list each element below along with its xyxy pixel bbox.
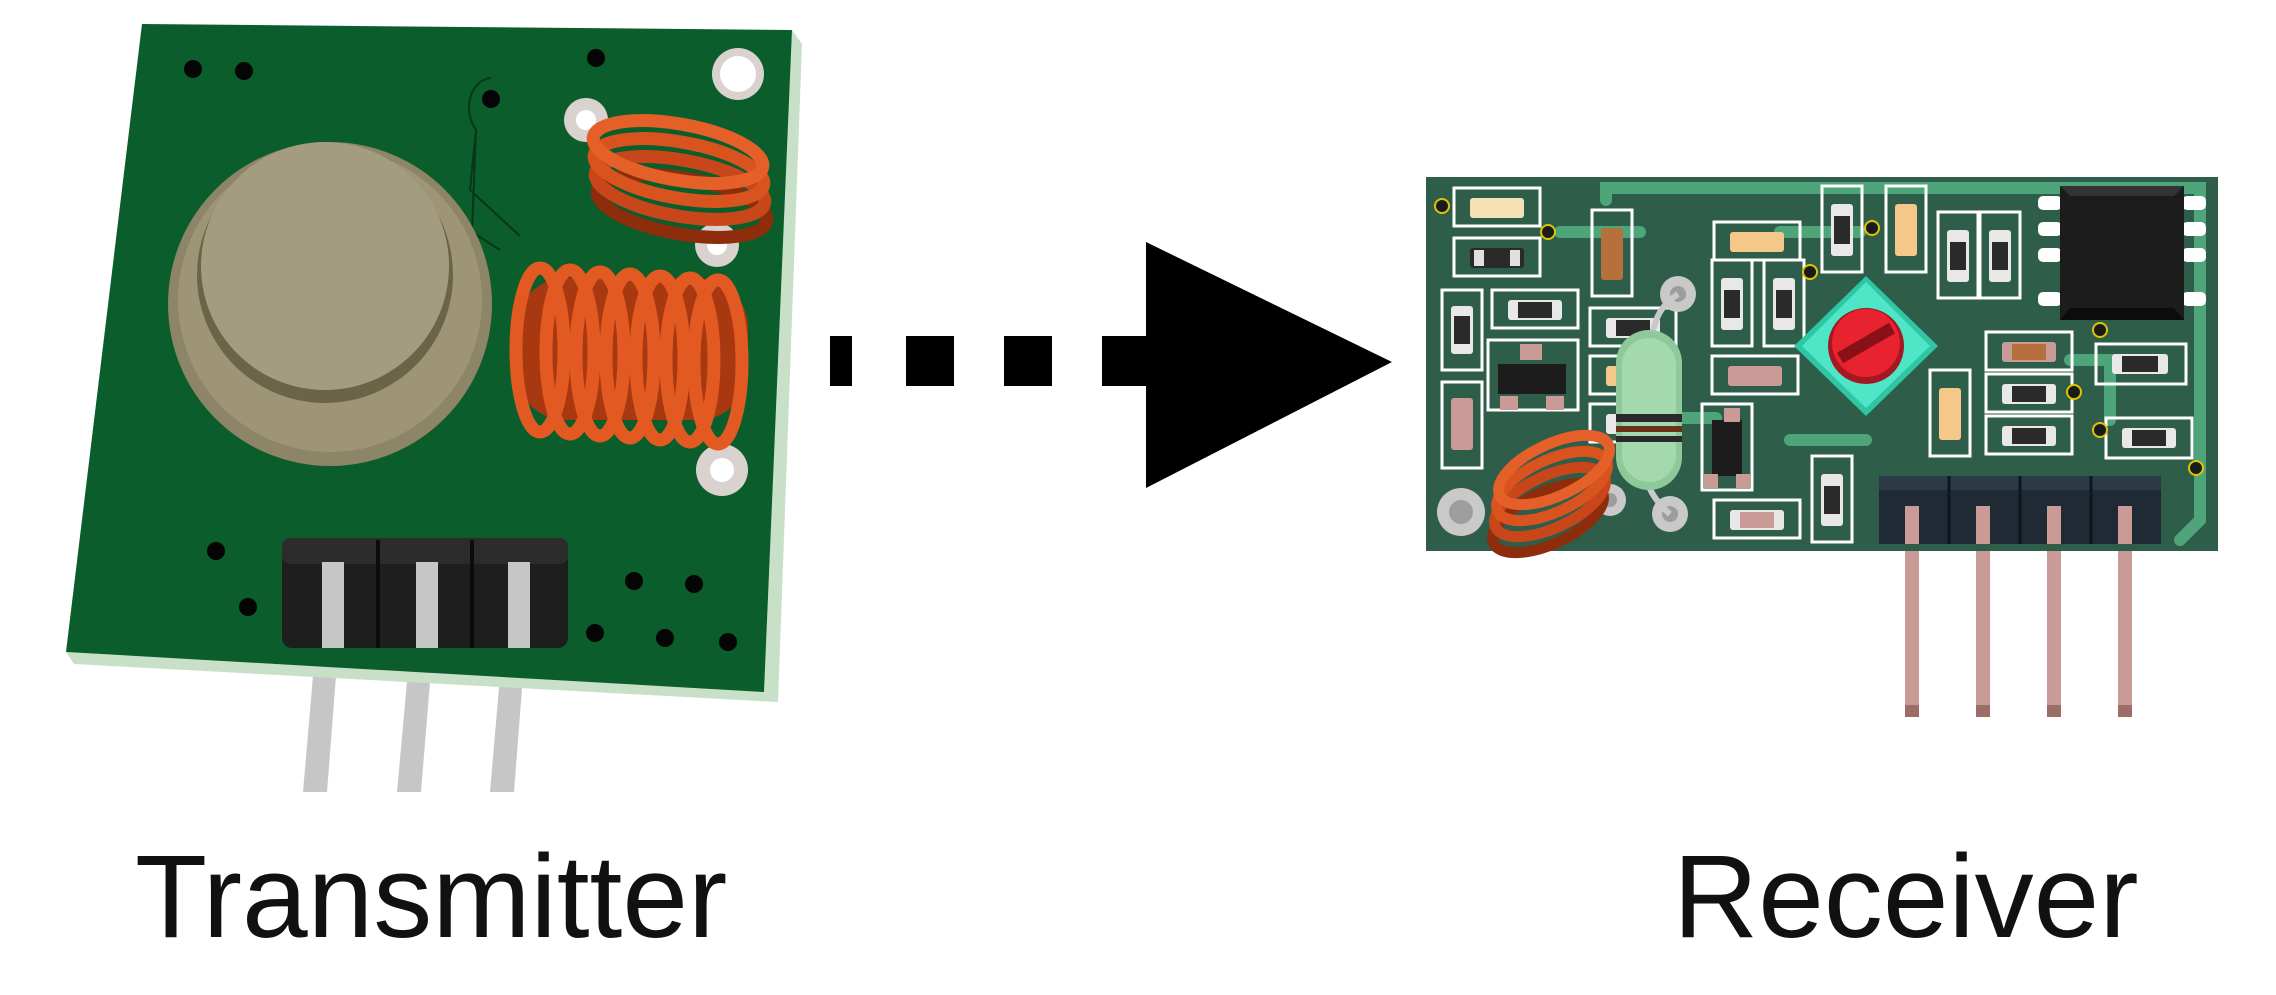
receiver-ic-chip	[2038, 186, 2206, 320]
receiver-coil	[1437, 429, 1626, 559]
arrow-dash-4	[1102, 336, 1150, 386]
receiver-pin-header	[1879, 476, 2161, 544]
transmitter-coil-small	[564, 98, 774, 267]
receiver-label: Receiver	[1673, 831, 2139, 963]
transmitter-pin-header	[282, 538, 568, 648]
transmitter-resonator-can	[168, 142, 492, 466]
receiver-pin-1	[1905, 505, 1919, 717]
receiver-pin-4	[2118, 505, 2132, 717]
arrow-dash-1	[830, 336, 852, 386]
receiver-pins	[1905, 505, 2132, 717]
transmitter-coil-large	[509, 261, 749, 496]
arrow-dash-2	[906, 336, 954, 386]
receiver-axial-inductor	[1616, 276, 1696, 532]
receiver-pin-3	[2047, 505, 2061, 717]
receiver-vias	[1434, 198, 2204, 476]
receiver-trim-pot	[1794, 276, 1938, 416]
transmitter-module	[66, 24, 802, 792]
receiver-smd-components	[1440, 184, 2194, 544]
transmitter-label: Transmitter	[135, 831, 728, 963]
arrow-head	[1146, 242, 1392, 488]
transmitter-board-bottom-edge	[66, 652, 778, 702]
receiver-module	[1426, 177, 2218, 717]
transmitter-vias	[184, 49, 737, 651]
arrow-dash-3	[1004, 336, 1052, 386]
receiver-pin-2	[1976, 505, 1990, 717]
transmitter-board-edge	[764, 30, 802, 702]
transmission-arrow	[830, 242, 1392, 488]
